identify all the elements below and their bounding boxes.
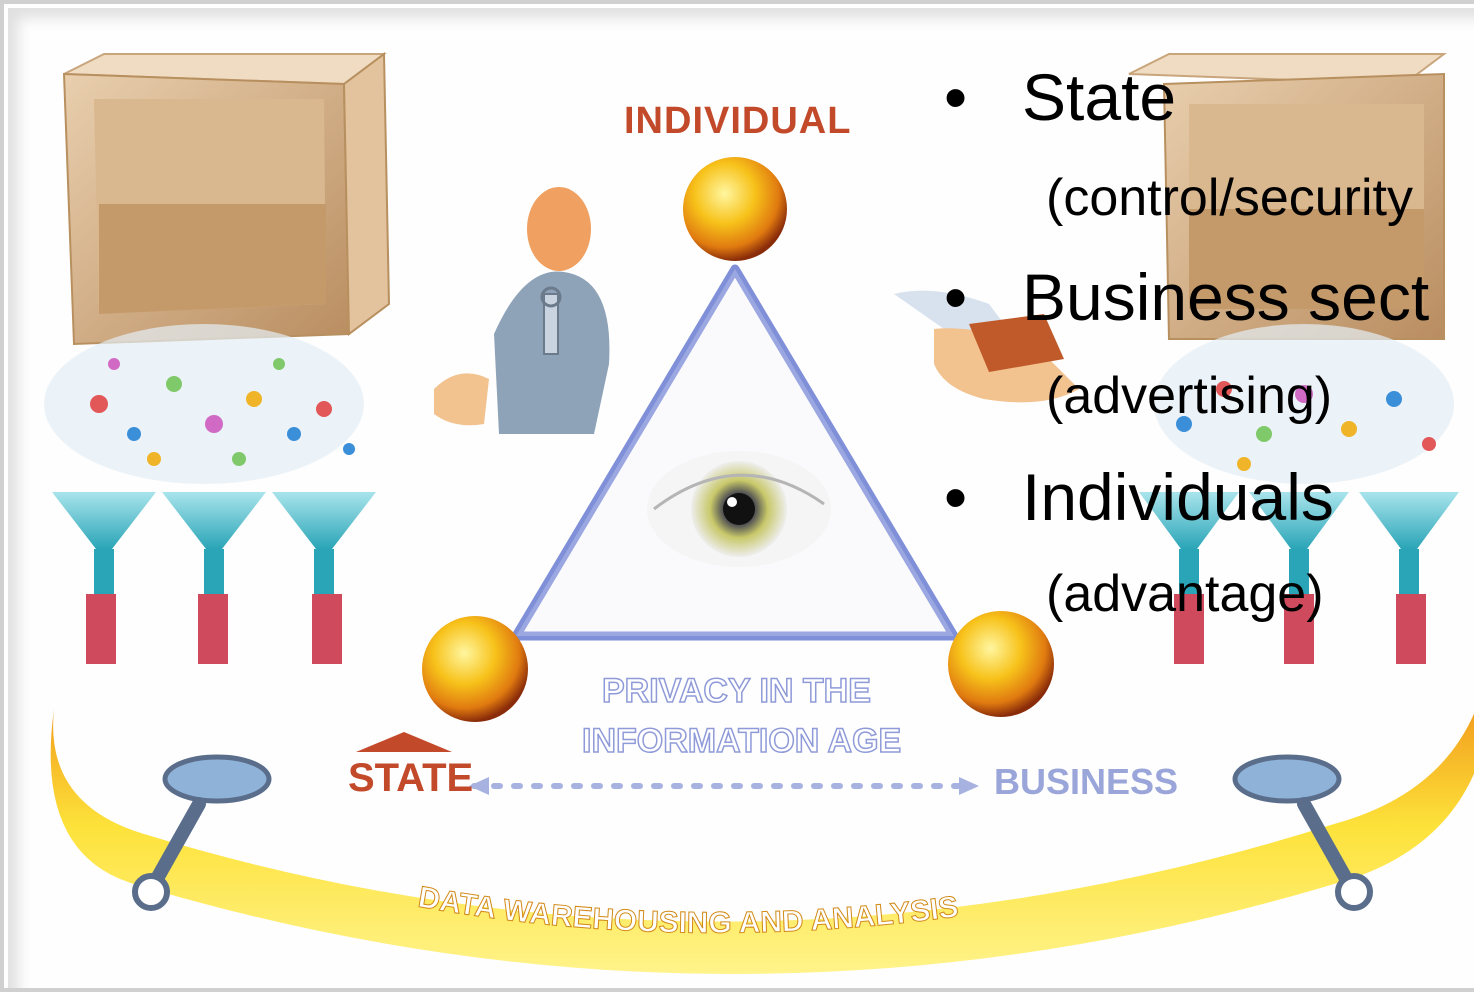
bullet-state: •State	[944, 64, 1176, 130]
hand-with-card-illustration	[894, 290, 1079, 403]
individual-label: INDIVIDUAL	[624, 100, 852, 142]
bullet-dot: •	[944, 60, 968, 134]
state-node	[422, 616, 528, 722]
bullet-business: •Business sect	[944, 264, 1429, 330]
bullet-title: Business sect	[1022, 260, 1430, 334]
state-business-arrow	[469, 777, 979, 795]
bullet-state-note: (control/security	[1046, 169, 1413, 227]
privacy-diagram: DATA WAREHOUSING AND ANALYSIS	[44, 52, 1474, 974]
state-label: STATE	[348, 756, 474, 800]
business-label: BUSINESS	[994, 761, 1179, 802]
right-scraps	[1154, 324, 1454, 484]
right-funnels	[1139, 492, 1459, 664]
left-scraps	[44, 324, 364, 484]
left-funnels	[52, 492, 376, 664]
bullet-title: State	[1022, 60, 1177, 134]
person-with-key-illustration	[434, 187, 610, 434]
left-box-illustration	[62, 52, 391, 346]
bullet-business-note: (advertising)	[1046, 367, 1333, 425]
bullet-dot: •	[944, 460, 968, 534]
center-title-line1: PRIVACY IN THE	[601, 671, 871, 711]
magnifier-left-icon	[132, 754, 272, 911]
bullet-dot: •	[944, 260, 968, 334]
magnifier-right-icon	[1232, 754, 1373, 911]
data-warehousing-arc	[50, 709, 1474, 974]
center-title-line2: INFORMATION AGE	[581, 721, 902, 761]
bullet-title: Individuals	[1022, 460, 1334, 534]
state-building-icon	[356, 732, 452, 752]
bullet-individuals: •Individuals	[944, 464, 1334, 530]
business-node	[948, 611, 1054, 717]
right-box-illustration	[1128, 53, 1447, 340]
individual-node	[683, 157, 787, 261]
eye-icon	[647, 451, 831, 567]
bullet-individuals-note: (advantage)	[1046, 565, 1324, 623]
